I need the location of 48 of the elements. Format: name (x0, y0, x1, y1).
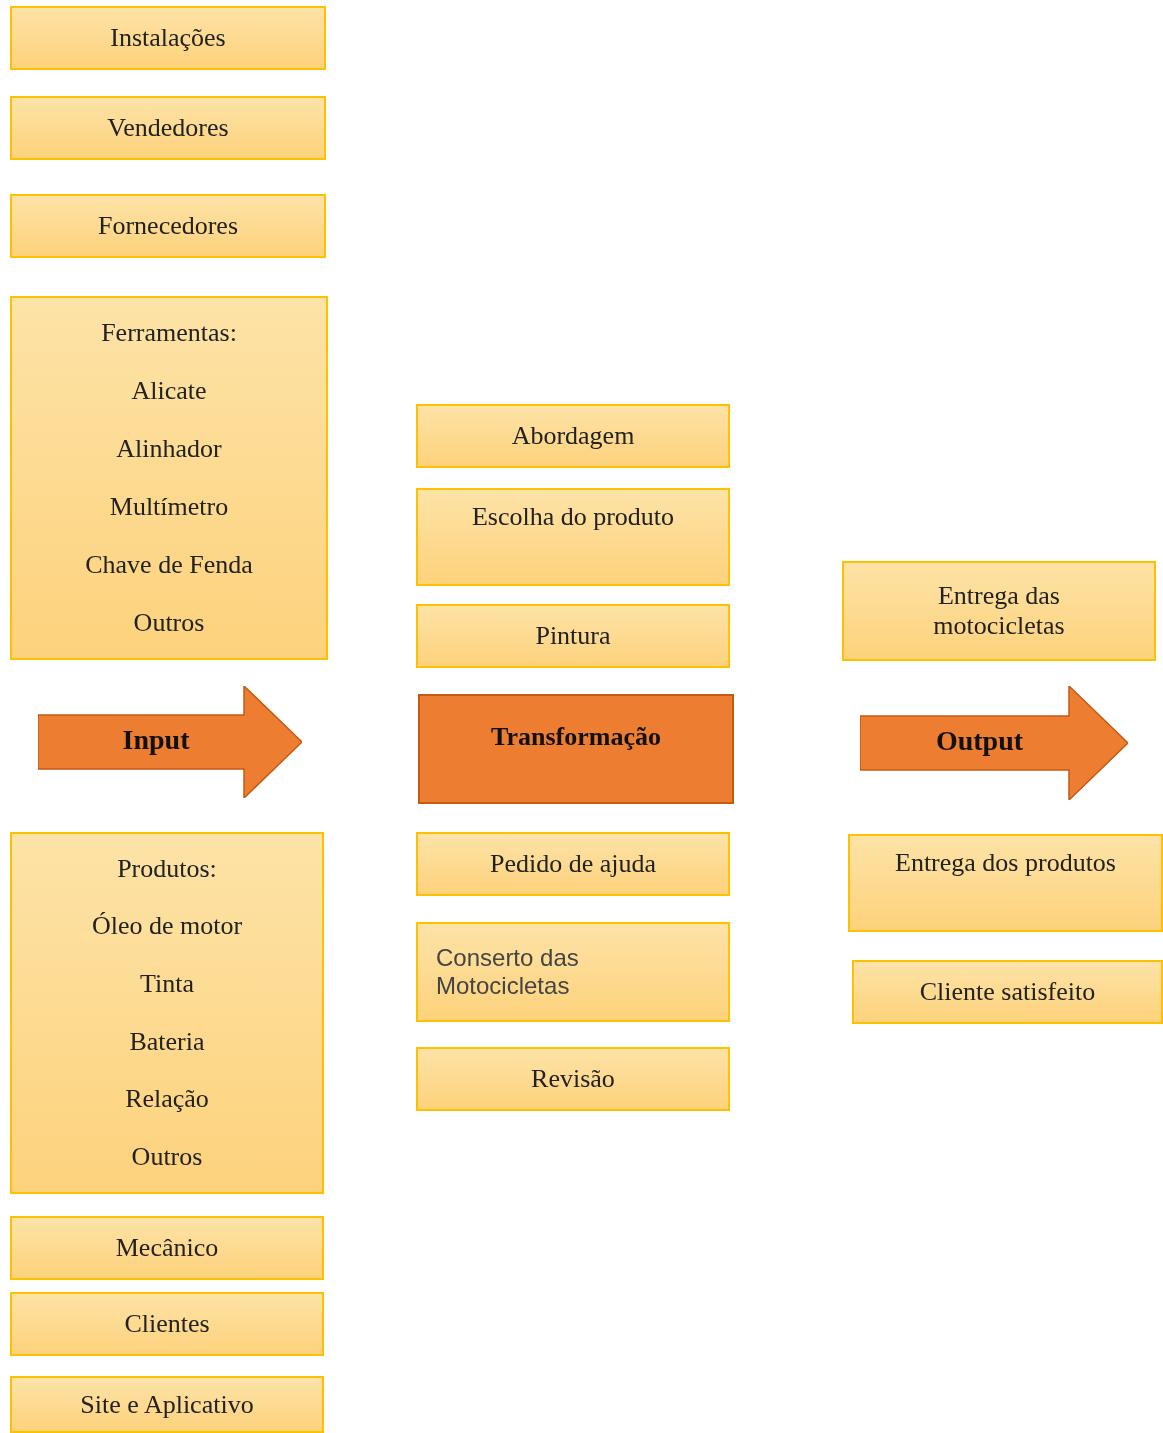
box-text: Conserto das Motocicletas (436, 944, 580, 1000)
box-text: Site e Aplicativo (80, 1389, 254, 1420)
box-text: Ferramentas: (101, 318, 237, 348)
box-text: Abordagem (511, 421, 635, 451)
box-text: Clientes (124, 1309, 210, 1339)
category-box (852, 960, 1163, 1024)
box-text: Pedido de ajuda (489, 849, 657, 879)
box-text: Relação (125, 1084, 209, 1115)
arrow-label: Input (121, 724, 191, 756)
box-text: Multímetro (109, 492, 229, 522)
category-box (10, 296, 328, 660)
box-text: Pintura (535, 621, 611, 651)
box-text: Outros (131, 1142, 203, 1173)
category-box (416, 832, 730, 896)
box-text: Vendedores (107, 113, 229, 143)
category-box (10, 1292, 324, 1356)
category-box (10, 96, 326, 160)
box-text: Mecânico (115, 1233, 219, 1263)
category-box (10, 194, 326, 258)
category-box (416, 488, 730, 586)
box-text: Instalações (110, 23, 226, 53)
category-box (416, 1047, 730, 1111)
box-text: Entrega das motocicletas (932, 581, 1066, 641)
category-box (10, 1376, 324, 1433)
category-box (416, 404, 730, 468)
box-text: Entrega dos produtos (895, 848, 1116, 878)
box-text: Produtos: (117, 853, 217, 884)
arrow-label: Output (934, 725, 1025, 757)
category-box (10, 6, 326, 70)
category-box (848, 834, 1163, 932)
box-text: Óleo de motor (91, 911, 243, 942)
box-text: Revisão (531, 1064, 615, 1094)
box-text: Alinhador (116, 434, 222, 464)
category-box (10, 1216, 324, 1280)
box-text: Alicate (131, 376, 207, 406)
highlight-box (418, 694, 734, 804)
box-text: Tinta (140, 969, 194, 1000)
box-text: Outros (133, 608, 205, 638)
category-box (416, 604, 730, 668)
category-box (842, 561, 1156, 661)
box-text: Bateria (129, 1026, 205, 1057)
box-text: Escolha do produto (471, 502, 675, 532)
box-text: Cliente satisfeito (919, 977, 1096, 1007)
box-text: Transformação (491, 722, 661, 752)
category-box (416, 922, 730, 1022)
category-box (10, 832, 324, 1194)
box-text: Fornecedores (97, 211, 239, 241)
box-text: Chave de Fenda (85, 550, 253, 580)
